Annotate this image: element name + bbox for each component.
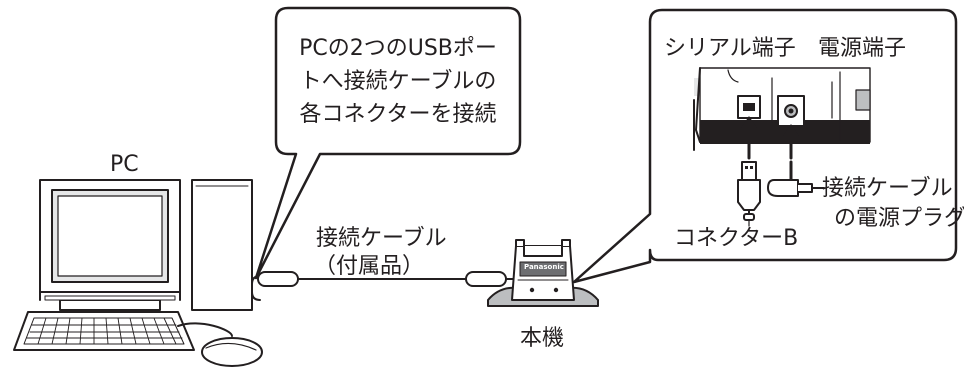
- power-arrow: [783, 124, 799, 160]
- pc-label: PC: [110, 152, 139, 177]
- base-unit-label: 本機: [520, 326, 565, 351]
- brand-logo: Panasonic: [524, 263, 564, 271]
- callout-line-2: トへ接続ケーブルの: [299, 68, 497, 94]
- cable-label-line-2: （付属品）: [314, 254, 425, 279]
- power-plug-label-line-2: の電源プラグ: [834, 206, 964, 231]
- pc-keyboard: [13, 311, 195, 351]
- callout-bubble: [254, 6, 522, 280]
- power-port-label: 電源端子: [818, 36, 907, 61]
- power-plug-label-line-1: 接続ケーブル: [822, 176, 953, 201]
- pc-tower: [191, 179, 253, 311]
- pc-monitor: [39, 179, 181, 311]
- connector-b: [737, 161, 761, 221]
- pc-mouse: [177, 322, 263, 367]
- power-plug: [767, 160, 825, 197]
- base-unit: [487, 239, 599, 307]
- port-detail: [693, 67, 871, 151]
- connector-b-label: コネクターB: [674, 226, 799, 251]
- callout-text: PCの2つのUSBポー トへ接続ケーブルの 各コネクターを接続: [276, 8, 520, 154]
- callout-line-3: 各コネクターを接続: [299, 101, 497, 127]
- serial-arrow: [741, 116, 757, 160]
- cable-label-line-1: 接続ケーブル: [316, 226, 447, 251]
- callout-line-1: PCの2つのUSBポー: [299, 35, 497, 61]
- serial-port-label: シリアル端子: [664, 36, 796, 61]
- usb-cable: [251, 269, 519, 301]
